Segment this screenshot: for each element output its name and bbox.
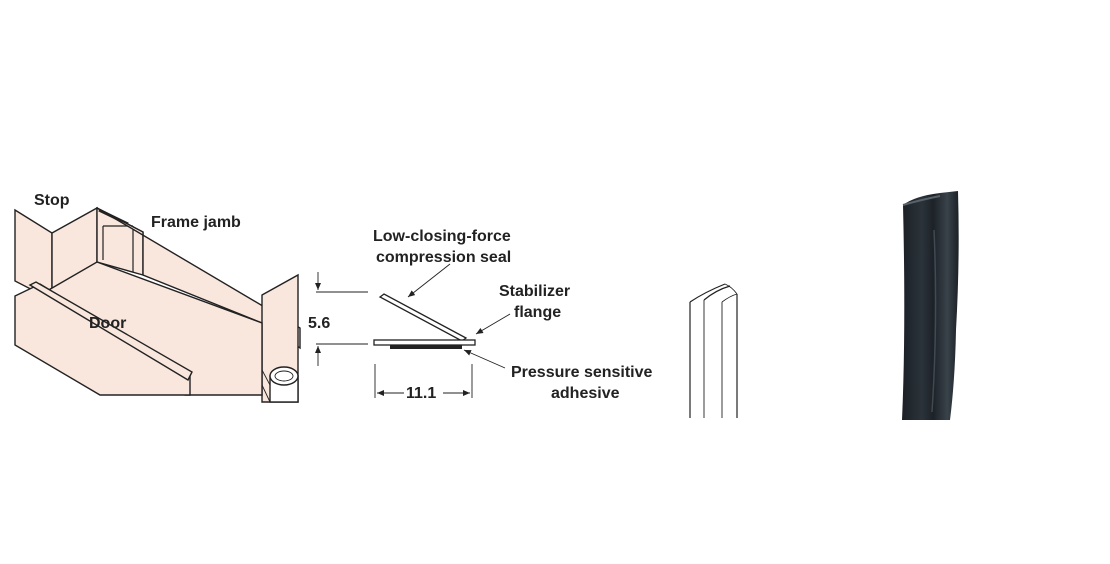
label-seal-1: Low-closing-force <box>373 228 511 245</box>
label-door: Door <box>89 315 126 332</box>
hinge <box>261 366 299 403</box>
dimension-width-value: 11.1 <box>406 385 436 402</box>
leader-stabilizer <box>475 313 511 335</box>
cross-section: 5.6 11.1 Low-closing-force compression s… <box>308 228 653 402</box>
label-adhesive-1: Pressure sensitive <box>511 364 653 381</box>
label-seal-2: compression seal <box>376 249 511 266</box>
installation-view: Stop Frame jamb Door <box>14 192 301 403</box>
leader-adhesive <box>463 349 506 369</box>
seal-strip <box>28 281 193 381</box>
label-stabilizer-2: flange <box>514 304 561 321</box>
label-adhesive-2: adhesive <box>551 385 620 402</box>
dimension-height-value: 5.6 <box>308 315 330 332</box>
label-stop: Stop <box>34 192 70 209</box>
seal-profile <box>373 293 476 349</box>
profile-view <box>689 283 738 418</box>
dimension-width: 11.1 <box>374 364 473 402</box>
product-photo <box>902 191 959 420</box>
leader-seal <box>407 263 451 298</box>
label-frame-jamb: Frame jamb <box>151 214 241 231</box>
label-stabilizer-1: Stabilizer <box>499 283 570 300</box>
dimension-height: 5.6 <box>308 272 368 366</box>
rubber-seal-photo <box>902 191 959 420</box>
